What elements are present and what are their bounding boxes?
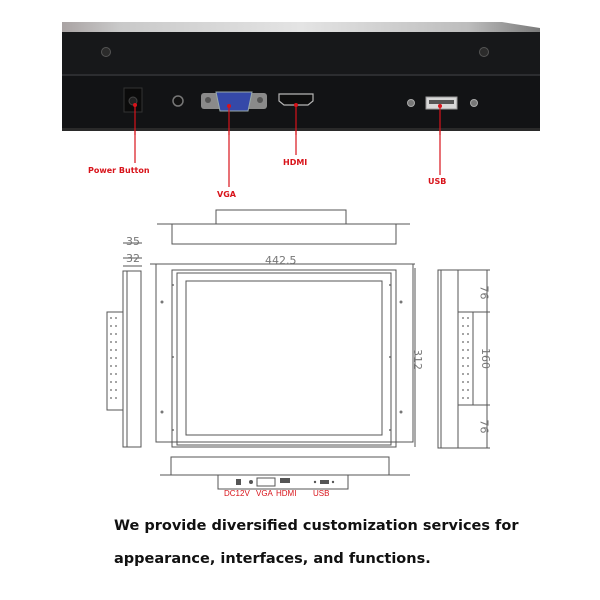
dim-side-bottom: 76 xyxy=(477,419,491,434)
dim-height: 312 xyxy=(411,349,424,370)
dim-side-top: 76 xyxy=(477,285,491,300)
dim-depth-inner: 32 xyxy=(126,252,140,265)
monitor-ports-photo xyxy=(62,0,540,188)
port-label-hdmi: HDMI xyxy=(276,489,297,498)
callout-usb: USB xyxy=(428,177,447,186)
callout-vga: VGA xyxy=(217,190,236,199)
dim-side-middle: 160 xyxy=(479,348,492,369)
port-label-dc12v: DC12V xyxy=(224,489,250,498)
dim-depth-outer: 35 xyxy=(126,235,140,248)
caption-line-2: appearance, interfaces, and functions. xyxy=(114,551,431,567)
callout-lines xyxy=(134,130,441,187)
technical-drawing xyxy=(106,209,490,490)
callout-hdmi: HDMI xyxy=(283,158,308,167)
dim-width: 442.5 xyxy=(265,254,297,267)
callout-power-button: Power Button xyxy=(88,166,150,175)
caption-line-1: We provide diversified customization ser… xyxy=(114,518,519,534)
port-label-vga: VGA xyxy=(256,489,273,498)
port-label-usb: USB xyxy=(313,489,330,498)
